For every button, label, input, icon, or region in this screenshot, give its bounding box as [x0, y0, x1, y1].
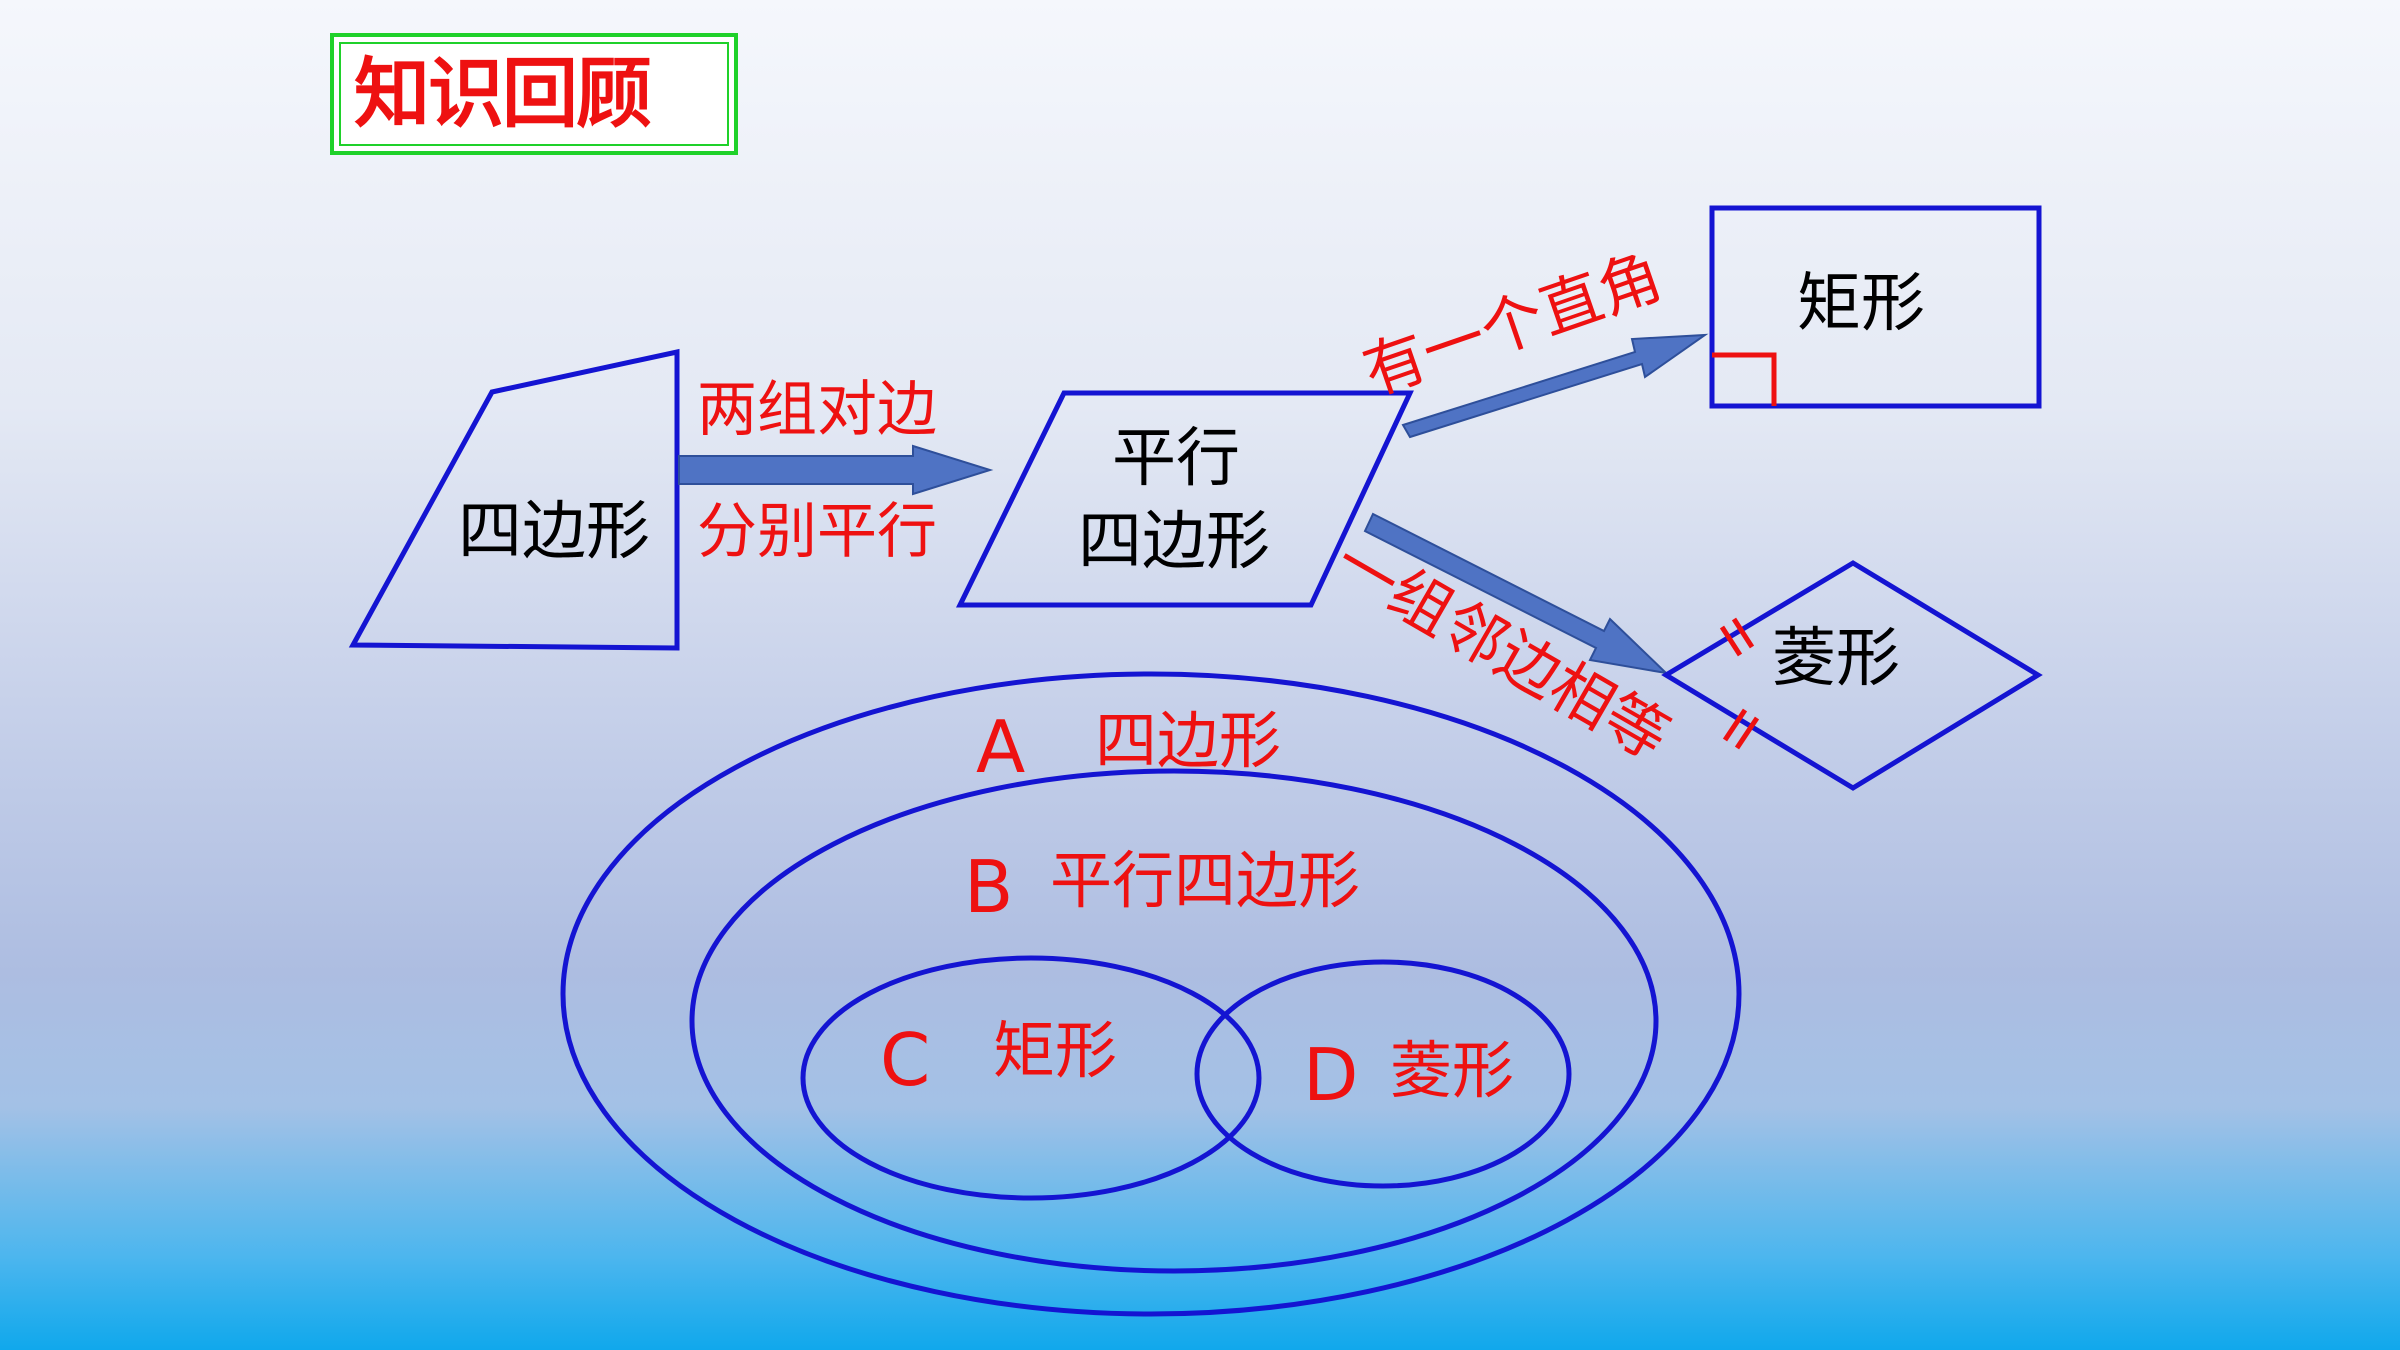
set-d-letter: D — [1303, 1033, 1358, 1117]
rhombus-label: 菱形 — [1772, 622, 1900, 696]
rhombus-shape — [1661, 560, 2043, 791]
quadrilateral-label: 四边形 — [458, 495, 650, 569]
arrow-to-rhombus — [1363, 512, 1670, 675]
set-c-ellipse — [800, 955, 1262, 1201]
condition-parallel-line1: 两组对边 — [697, 375, 937, 445]
set-c-label: 矩形 — [993, 1014, 1117, 1087]
set-b-label: 平行四边形 — [1050, 844, 1360, 917]
title-box: 知识回顾 — [330, 33, 738, 155]
set-b-letter: B — [964, 845, 1013, 929]
set-a-ellipse — [560, 671, 1742, 1317]
set-c-letter: C — [880, 1018, 930, 1102]
set-d-ellipse — [1194, 959, 1572, 1189]
parallelogram-label-line2: 四边形 — [1078, 505, 1270, 579]
set-a-letter: A — [976, 705, 1025, 789]
right-angle-mark — [1712, 352, 1777, 406]
condition-parallel-line2: 分别平行 — [697, 497, 937, 567]
parallelogram-shape — [955, 390, 1414, 608]
rectangle-shape — [1709, 205, 2042, 409]
rectangle-label: 矩形 — [1797, 267, 1925, 341]
parallelogram-label-line1: 平行 — [1112, 422, 1240, 496]
condition-right-angle: 有一个直角 — [1354, 239, 1671, 409]
set-d-label: 菱形 — [1390, 1034, 1514, 1107]
arrow-to-parallelogram — [678, 444, 994, 496]
arrow-to-rectangle — [1401, 333, 1709, 439]
equal-side-tick-lower — [1722, 708, 1760, 750]
equal-side-tick-upper — [1719, 617, 1755, 657]
set-b-ellipse — [689, 768, 1659, 1274]
set-a-label: 四边形 — [1095, 704, 1281, 777]
quadrilateral-shape — [348, 348, 680, 651]
